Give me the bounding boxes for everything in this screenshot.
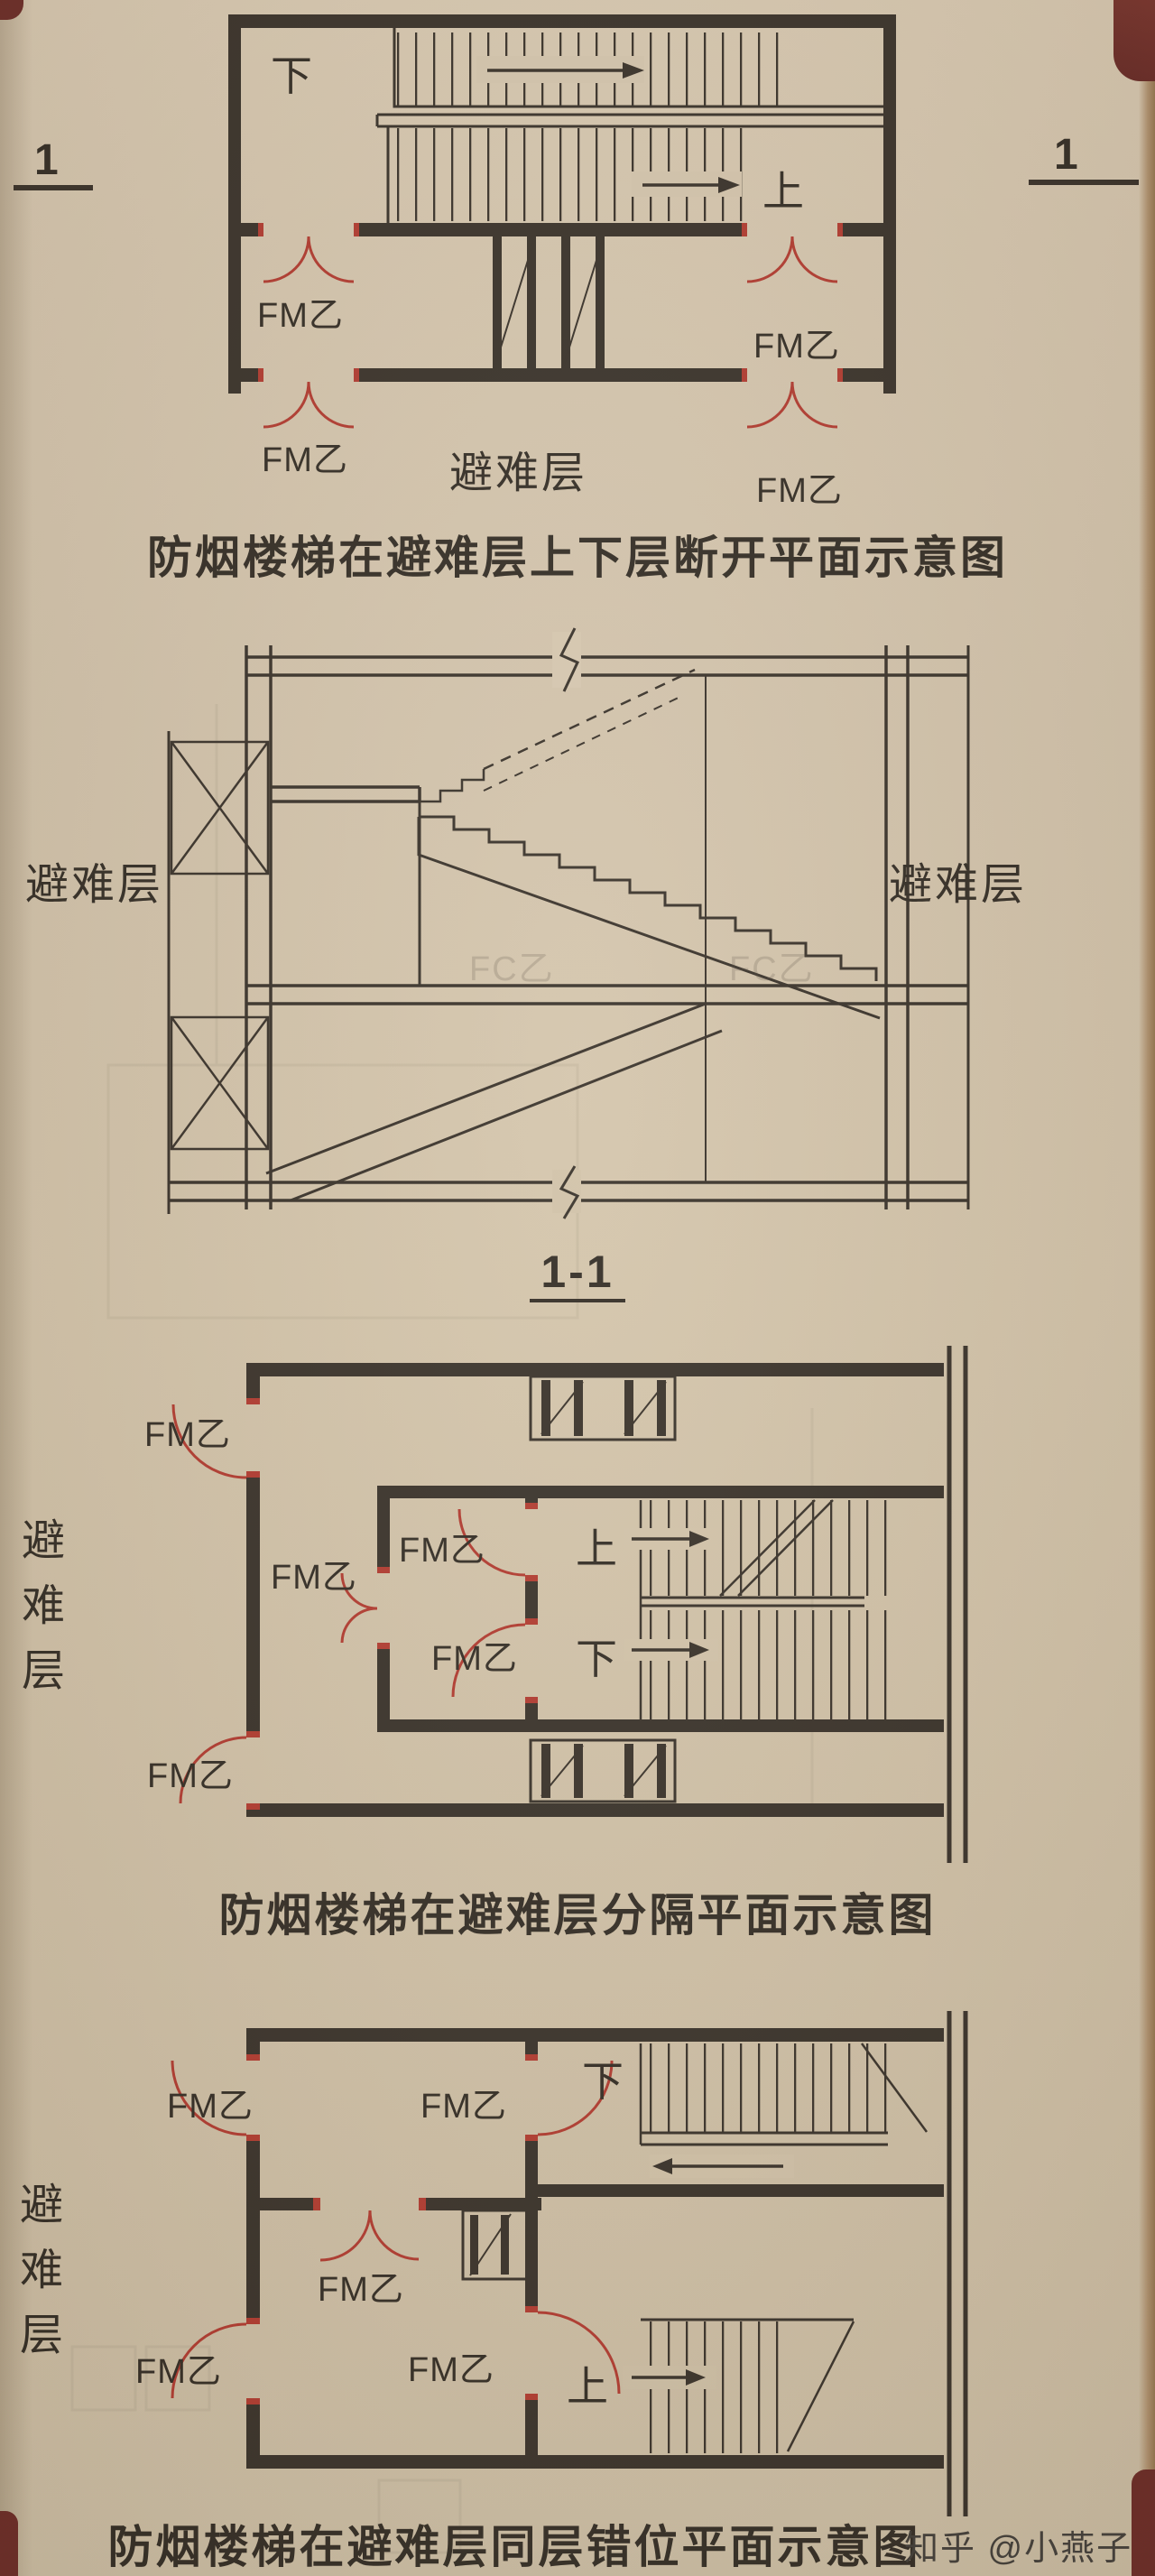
fire-door-label: FM乙 <box>262 441 348 479</box>
stair-up-label: 上 <box>567 2363 609 2410</box>
figure4-structure <box>461 2011 968 2516</box>
book-cover-corner-top-right <box>1113 0 1155 81</box>
stair-down-label: 下 <box>271 52 313 99</box>
fire-door-label: FM乙 <box>420 2088 507 2126</box>
book-cover-corner-top-left <box>0 0 23 20</box>
refuge-floor-label: 避难层 <box>25 861 164 909</box>
stair-up-label: 上 <box>576 1525 618 1572</box>
figure1-fire-doors <box>258 223 843 429</box>
fire-door-label: FM乙 <box>135 2353 222 2391</box>
bleed-through-label: FC乙 <box>469 950 555 988</box>
fire-door-label: FM乙 <box>431 1640 518 1678</box>
section-marker-left: 1 <box>34 136 60 184</box>
fire-door-label: FM乙 <box>753 328 840 366</box>
fire-door-label: FM乙 <box>271 1559 357 1597</box>
page-right-edge <box>1139 0 1155 2576</box>
figure2-caption: 1-1 <box>0 1246 1155 1302</box>
fire-door-label: FM乙 <box>318 2271 404 2309</box>
zhihu-watermark: 知乎 @小燕子 <box>904 2530 1133 2568</box>
figure3-fire-doors <box>171 1398 538 1810</box>
stair-down-label: 下 <box>582 2058 624 2105</box>
figure4-fire-doors <box>171 2054 621 2405</box>
stair-up-label: 上 <box>762 168 805 215</box>
fire-door-label: FM乙 <box>408 2351 494 2389</box>
fire-door-label: FM乙 <box>167 2088 254 2126</box>
fire-door-label: FM乙 <box>399 1532 485 1570</box>
figure2-section <box>167 627 970 1219</box>
figure4-caption: 防烟楼梯在避难层同层错位平面示意图 <box>107 2522 921 2572</box>
figure3-structure <box>529 1346 968 1863</box>
fire-door-label: FM乙 <box>756 472 843 510</box>
book-cover-corner-bottom-left <box>0 2511 18 2576</box>
figure1-caption: 防烟楼梯在避难层上下层断开平面示意图 <box>147 533 1008 583</box>
section-marker-right: 1 <box>1054 131 1079 179</box>
fire-door-label: FM乙 <box>144 1416 231 1454</box>
bleed-through-label: FC乙 <box>729 950 815 988</box>
refuge-floor-label-vertical: 避难层 <box>19 2182 63 2359</box>
figure1-stairs <box>375 28 883 366</box>
refuge-floor-label-vertical: 避难层 <box>21 1517 65 1695</box>
stair-down-label: 下 <box>576 1635 618 1682</box>
fire-door-label: FM乙 <box>147 1757 234 1795</box>
figure3-caption: 防烟楼梯在避难层分隔平面示意图 <box>218 1890 937 1941</box>
book-cover-corner-bottom-right <box>1132 2469 1155 2576</box>
figure4-walls <box>246 2028 944 2469</box>
page-left-shadow <box>0 0 32 2576</box>
figure1-walls <box>14 14 1139 394</box>
refuge-floor-label: 避难层 <box>449 449 588 497</box>
fire-door-label: FM乙 <box>257 297 344 335</box>
refuge-floor-label: 避难层 <box>889 861 1028 909</box>
section-caption-text: 1-1 <box>530 1246 625 1302</box>
